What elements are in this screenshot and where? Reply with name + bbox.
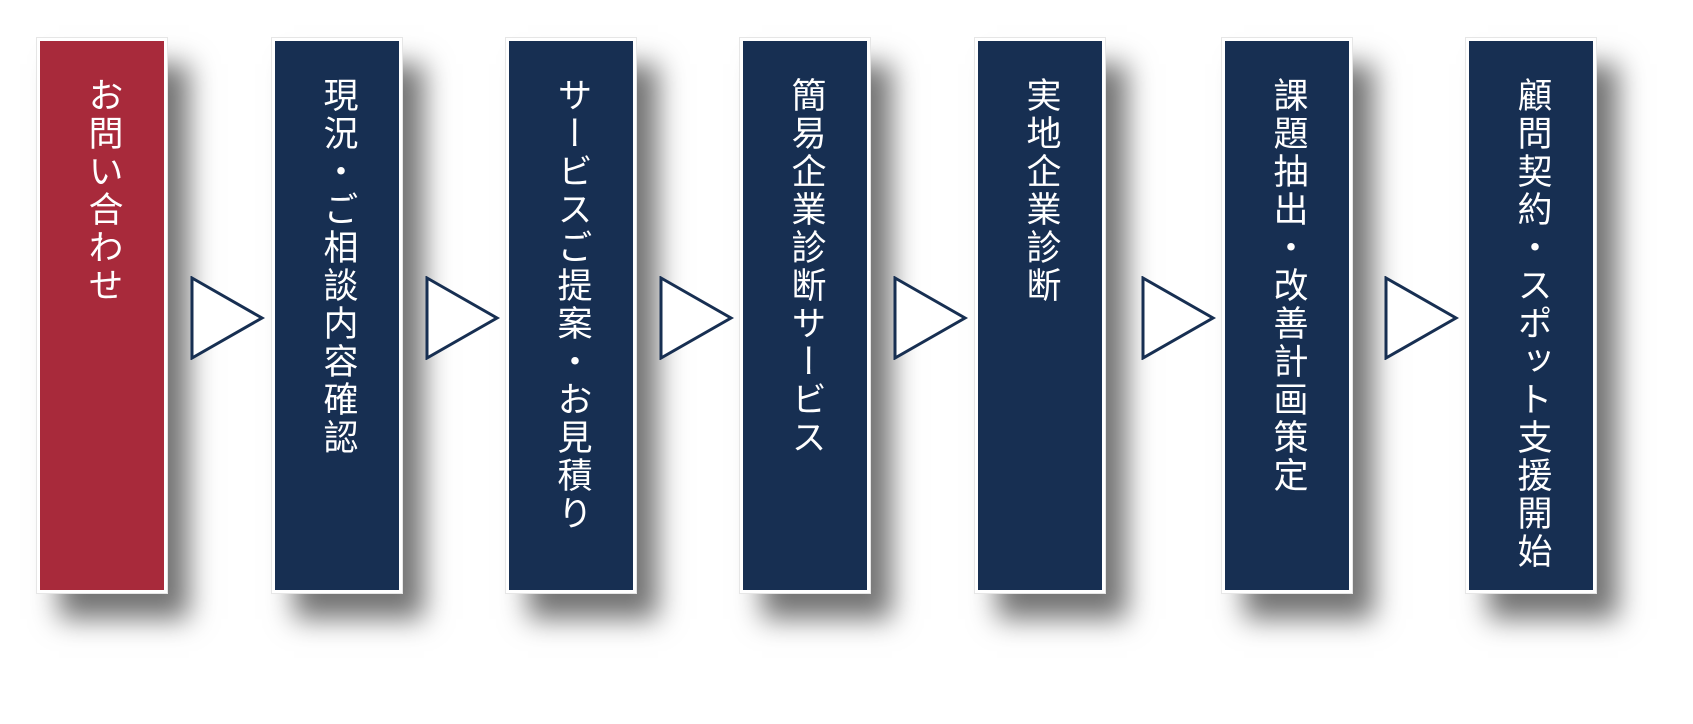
arrow-right-icon: [1384, 276, 1460, 360]
step-label: 簡易企業診断サービス: [785, 77, 826, 457]
step-label: お問い合わせ: [82, 77, 123, 305]
arrow-right-icon: [659, 276, 735, 360]
step-status-consultation: 現況・ご相談内容確認: [271, 37, 403, 594]
arrow-right-icon: [425, 276, 501, 360]
arrow-right-icon: [893, 276, 969, 360]
step-label: 顧問契約・スポット支援開始: [1511, 77, 1552, 571]
step-simple-diagnosis: 簡易企業診断サービス: [739, 37, 871, 594]
step-proposal-estimate: サービスご提案・お見積り: [505, 37, 637, 594]
step-onsite-diagnosis: 実地企業診断: [974, 37, 1106, 594]
arrow-right-icon: [190, 276, 266, 360]
step-advisory-contract: 顧問契約・スポット支援開始: [1465, 37, 1597, 594]
step-label: 実地企業診断: [1020, 77, 1061, 305]
step-label: 課題抽出・改善計画策定: [1267, 77, 1308, 495]
step-label: 現況・ご相談内容確認: [317, 77, 358, 457]
arrow-right-icon: [1141, 276, 1217, 360]
step-inquiry: お問い合わせ: [36, 37, 168, 594]
step-label: サービスご提案・お見積り: [551, 77, 592, 533]
step-issue-improvement-plan: 課題抽出・改善計画策定: [1221, 37, 1353, 594]
